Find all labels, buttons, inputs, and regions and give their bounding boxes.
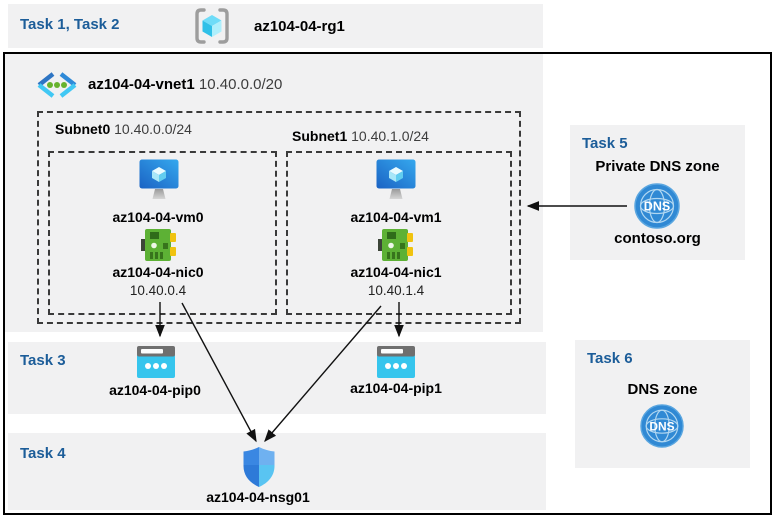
task3-band: Task 3 <box>8 342 546 414</box>
nic1-icon <box>378 227 414 263</box>
nic1-label: az104-04-nic1 <box>350 264 442 280</box>
resource-group-icon <box>192 6 232 46</box>
vnet-icon <box>36 71 78 99</box>
task5-panel: Task 5 Private DNS zone DNS contoso.org <box>570 125 745 260</box>
nic0-ip: 10.40.0.4 <box>129 283 187 298</box>
nic1-ip: 10.40.1.4 <box>367 283 425 298</box>
task4-band: Task 4 <box>8 433 546 510</box>
vm0-label: az104-04-vm0 <box>112 209 204 225</box>
vnet-cidr: 10.40.0.0/20 <box>198 76 283 93</box>
nsg-label: az104-04-nsg01 <box>206 489 310 505</box>
nsg-shield-icon <box>242 446 276 488</box>
private-dns-icon-text: DNS <box>644 200 670 214</box>
private-dns-zone-title: Private DNS zone <box>595 158 720 175</box>
task5-label: Task 5 <box>582 135 628 152</box>
task1-2-label: Task 1, Task 2 <box>20 16 120 33</box>
task3-label: Task 3 <box>20 352 66 369</box>
vnet-region <box>5 54 543 332</box>
subnet0-box <box>48 151 277 315</box>
vnet-name: az104-04-vnet1 <box>88 76 195 93</box>
task6-label: Task 6 <box>587 350 633 367</box>
vm1-icon <box>376 159 416 201</box>
task6-panel: Task 6 DNS zone DNS <box>575 340 750 468</box>
subnet1-cidr: 10.40.1.0/24 <box>351 128 429 144</box>
vnet-title: az104-04-vnet1 10.40.0.0/20 <box>88 76 282 93</box>
pip1-label: az104-04-pip1 <box>350 380 442 396</box>
nic0-icon <box>141 227 177 263</box>
vm1-label: az104-04-vm1 <box>350 209 442 225</box>
dns-zone-icon-text: DNS <box>649 419 674 433</box>
subnet0-name: Subnet0 <box>55 121 111 137</box>
resource-group-name: az104-04-rg1 <box>254 18 345 35</box>
pip1-icon <box>377 346 415 378</box>
task1-2-band: Task 1, Task 2 az104-04-rg1 <box>8 4 543 48</box>
task4-label: Task 4 <box>20 445 66 462</box>
private-dns-icon: DNS <box>634 183 680 229</box>
private-dns-zone-name: contoso.org <box>614 230 701 247</box>
pip0-label: az104-04-pip0 <box>109 382 201 398</box>
nic0-label: az104-04-nic0 <box>112 264 204 280</box>
subnet1-title: Subnet1 10.40.1.0/24 <box>292 128 429 144</box>
vm0-icon <box>139 159 179 201</box>
pip0-icon <box>137 346 175 378</box>
dns-zone-title: DNS zone <box>627 381 698 398</box>
subnet0-title: Subnet0 10.40.0.0/24 <box>55 121 192 137</box>
subnet0-cidr: 10.40.0.0/24 <box>114 121 192 137</box>
subnet1-name: Subnet1 <box>292 128 348 144</box>
dns-zone-icon: DNS <box>640 404 684 448</box>
